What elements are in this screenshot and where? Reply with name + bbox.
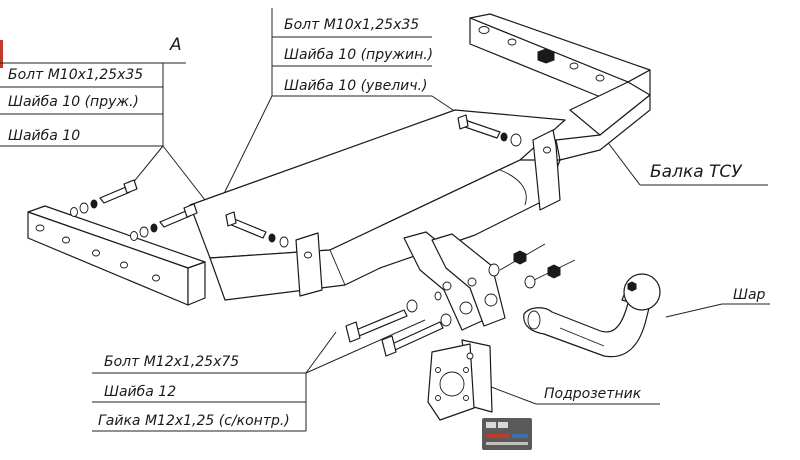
nut-m12 <box>547 264 561 279</box>
callout-ball: Шар <box>665 287 770 318</box>
bracket-hole <box>569 62 579 70</box>
label-bolt-m10-top: Болт М10х1,25х35 <box>284 17 419 33</box>
bracket-hole <box>62 236 70 244</box>
label-washer-left: Шайба 10 <box>8 128 80 144</box>
mount-hole <box>442 281 452 291</box>
top-fastener-set <box>225 114 522 248</box>
socket-center-hole <box>439 371 465 397</box>
washer-12 <box>440 313 452 327</box>
logo-mark <box>486 422 496 428</box>
logo-mark <box>498 422 508 428</box>
socket-screw-hole <box>435 395 441 401</box>
bracket-hole <box>595 74 605 82</box>
mount-nut-set <box>488 243 576 289</box>
nut <box>537 48 555 64</box>
leader-line <box>162 145 206 201</box>
bracket-hole <box>120 261 128 269</box>
label-bolt-m10-left: Болт М10х1,25х35 <box>8 67 143 83</box>
ball-nut <box>627 281 637 292</box>
bolt-shank <box>391 321 444 351</box>
washer-12 <box>524 275 536 289</box>
beam-edge <box>499 169 527 206</box>
label-beam: Балка ТСУ <box>650 162 743 182</box>
tow-ball <box>623 273 661 311</box>
flange-hole <box>466 352 474 360</box>
callout-top-group: Болт М10х1,25х35 Шайба 10 (пружин.) Шайб… <box>214 8 469 213</box>
label-ball: Шар <box>733 287 766 303</box>
tow-ball-arm <box>523 273 661 358</box>
spring-washer <box>268 233 276 243</box>
bracket-hole <box>35 224 45 232</box>
bracket-hole <box>152 274 160 282</box>
label-nut-m12: Гайка М12х1,25 (с/контр.) <box>98 413 290 429</box>
bottom-fastener-set <box>345 291 452 357</box>
arm-edge <box>559 327 605 347</box>
left-bracket-side <box>187 261 206 306</box>
bracket-hole <box>92 249 100 257</box>
leader-line <box>665 303 723 318</box>
leader-line <box>305 319 426 374</box>
bolt-head <box>225 211 237 227</box>
logo-stripe-red <box>486 434 510 438</box>
socket-screw-hole <box>435 367 441 373</box>
flat-washer <box>130 231 138 241</box>
left-gusset <box>295 232 323 297</box>
mount-hole <box>484 293 498 307</box>
edge-marker <box>0 40 3 68</box>
socket-screw-hole <box>463 367 469 373</box>
mount-hole <box>459 301 473 315</box>
bolt-head <box>345 321 361 343</box>
enlarged-washer <box>510 133 522 147</box>
gusset-hole <box>543 146 551 154</box>
bracket-hole <box>507 38 517 46</box>
tow-bar-beam <box>27 13 651 306</box>
washer-12 <box>434 291 442 301</box>
arm-end <box>527 310 541 330</box>
beam-gusset <box>532 129 561 211</box>
label-washer-spring-top: Шайба 10 (пружин.) <box>284 47 433 63</box>
callout-bottom-group: Болт М12х1,25х75 Шайба 12 Гайка М12х1,25… <box>92 319 426 432</box>
bolt-head <box>183 203 198 218</box>
hitch-mount <box>403 231 506 331</box>
label-washer-12: Шайба 12 <box>104 384 176 400</box>
bolt-head <box>123 179 138 194</box>
callout-socket-plate: Подрозетник <box>477 381 660 405</box>
callout-left-group: A Болт М10х1,25х35 Шайба 10 (пруж.) Шайб… <box>0 35 206 201</box>
socket-screw-hole <box>463 395 469 401</box>
label-socket-plate: Подрозетник <box>544 386 642 402</box>
bolt-shank <box>355 309 408 337</box>
washer-12 <box>406 299 418 313</box>
beam-edge <box>329 249 346 286</box>
flat-washer <box>279 236 289 248</box>
bolt-head <box>457 114 469 130</box>
flat-washer <box>70 207 78 217</box>
nut-m12 <box>513 250 527 265</box>
washer-12 <box>488 263 500 277</box>
flat-washer <box>139 226 149 238</box>
logo-stripe <box>486 442 528 445</box>
spring-washer <box>90 199 98 209</box>
spring-washer <box>150 223 158 233</box>
callout-beam: Балка ТСУ <box>596 127 768 186</box>
label-bolt-m12: Болт М12х1,25х75 <box>104 354 239 370</box>
mount-hole <box>467 277 477 287</box>
spring-washer <box>500 132 508 142</box>
socket-plate <box>427 339 493 421</box>
label-washer-spring-left: Шайба 10 (пруж.) <box>8 94 139 110</box>
logo-stripe-blue <box>512 434 528 438</box>
label-washer-enlarged-top: Шайба 10 (увелич.) <box>284 78 427 94</box>
flat-washer <box>79 202 89 214</box>
bolt-head <box>381 335 397 357</box>
view-label-a: A <box>169 35 182 55</box>
watermark-logo <box>482 418 532 450</box>
bracket-hole <box>478 26 490 34</box>
gusset-hole <box>304 251 312 259</box>
leader-line <box>305 331 337 374</box>
left-fastener-set <box>70 179 198 241</box>
